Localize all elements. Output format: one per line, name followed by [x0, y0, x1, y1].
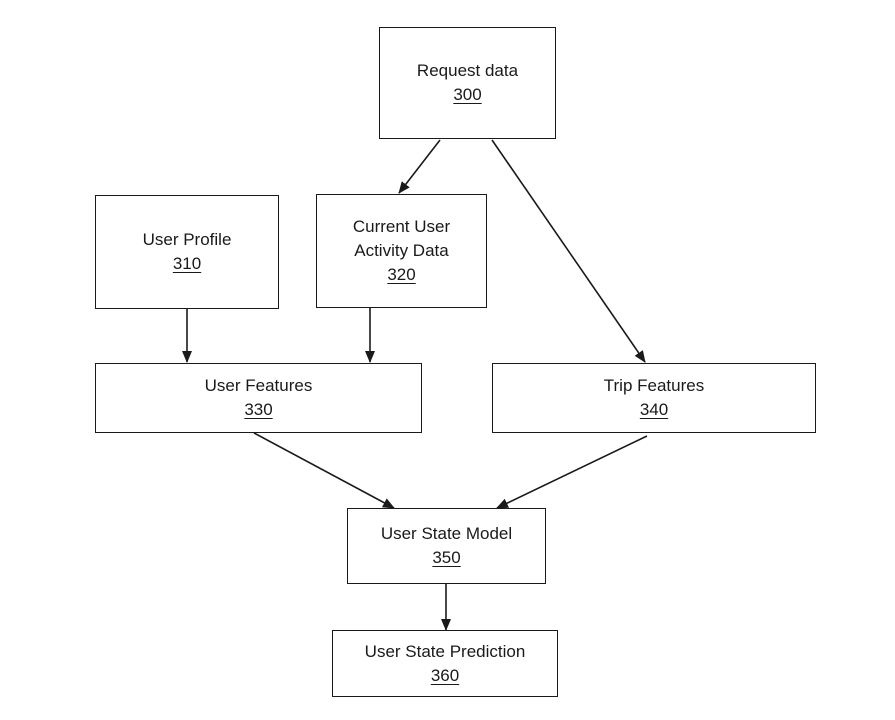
node-user-state-prediction-label: User State Prediction — [364, 641, 526, 661]
arrow-trip-to-model — [496, 435, 648, 509]
node-trip-features: Trip Features 340 — [492, 363, 816, 433]
arrow-user-features-to-model — [253, 432, 395, 509]
node-user-profile-ref: 310 — [172, 254, 202, 273]
node-current-user-activity-ref: 320 — [387, 265, 416, 284]
node-user-features-label: User Features — [204, 376, 313, 395]
arrow-request-to-trip — [491, 139, 646, 363]
node-user-state-prediction: User State Prediction 360 — [332, 630, 558, 697]
node-user-state-model-ref: 350 — [432, 548, 461, 567]
node-user-state-model: User State Model 350 — [347, 508, 546, 584]
node-current-user-activity-label: Current User Activity Data — [352, 217, 451, 260]
node-user-profile: User Profile 310 — [95, 195, 279, 309]
node-trip-features-ref: 340 — [639, 400, 669, 419]
node-trip-features-label: Trip Features — [603, 376, 705, 395]
node-user-features: User Features 330 — [95, 363, 422, 433]
node-user-state-model-label: User State Model — [380, 524, 513, 543]
node-request-data-ref: 300 — [453, 85, 482, 104]
node-user-features-ref: 330 — [244, 400, 273, 419]
arrow-request-to-activity — [398, 139, 441, 194]
node-request-data-label: Request data — [416, 61, 519, 80]
node-user-profile-label: User Profile — [142, 230, 232, 249]
node-user-state-prediction-ref: 360 — [430, 665, 460, 685]
node-current-user-activity: Current User Activity Data 320 — [316, 194, 487, 308]
node-request-data: Request data 300 — [379, 27, 556, 139]
